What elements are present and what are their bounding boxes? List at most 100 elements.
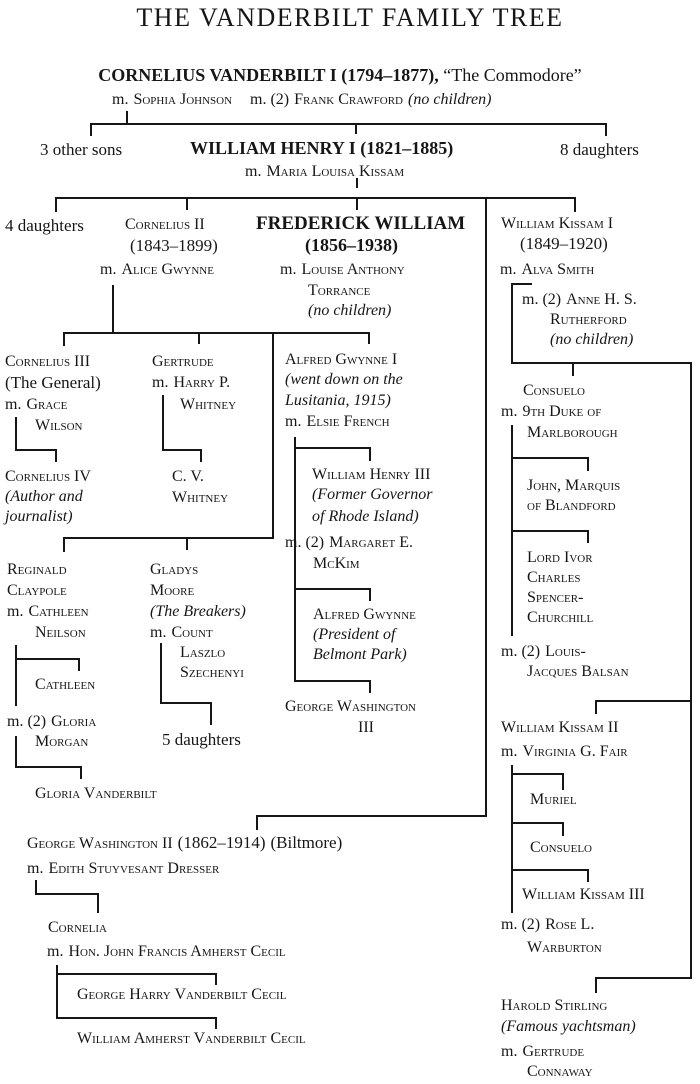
connector-line xyxy=(511,869,589,871)
cornelius-iii-name: Cornelius III xyxy=(5,353,91,370)
william-amherst-vanderbilt-cecil-name: William Amherst Vanderbilt Cecil xyxy=(77,1030,306,1047)
connector-line xyxy=(369,680,371,693)
other-sons-label: 3 other sons xyxy=(40,140,123,159)
spouse-name: Grace xyxy=(26,396,68,413)
commodore-name: CORNELIUS VANDERBILT I (1794–1877), xyxy=(98,65,439,85)
harold-stirling-name: Harold Stirling xyxy=(501,997,608,1014)
connector-line xyxy=(198,332,200,344)
connector-line xyxy=(55,197,576,199)
connector-line xyxy=(160,643,162,703)
connector-line xyxy=(80,766,82,779)
connector-line xyxy=(272,332,274,538)
gertrude-name: Gertrude xyxy=(152,353,214,370)
connector-line xyxy=(511,283,513,363)
marriage-prefix: m. xyxy=(100,261,117,278)
connector-line xyxy=(355,123,357,134)
connector-line xyxy=(35,893,99,895)
connector-line xyxy=(294,680,371,682)
spouse-name-cont: Morgan xyxy=(35,733,89,750)
spouse-name: Count xyxy=(171,624,213,641)
spouse-name: Virginia G. Fair xyxy=(522,743,628,760)
marriage-prefix: m. xyxy=(7,603,24,620)
marriage-prefix: m. xyxy=(501,1043,518,1060)
cv-whitney-name-cont: Whitney xyxy=(172,489,229,506)
marriage-prefix: m. xyxy=(27,860,44,877)
connector-line xyxy=(294,588,371,590)
alfred-gwynne-i-marriage-1: m.Elsie French xyxy=(285,412,390,432)
cornelius-ii-dates: (1843–1899) xyxy=(130,236,218,255)
marriage-prefix: m. xyxy=(280,261,297,278)
connector-line xyxy=(511,457,589,459)
connector-line xyxy=(15,417,17,450)
spouse-name: Rose L. xyxy=(545,916,595,933)
gladys-children-label: 5 daughters xyxy=(162,730,241,749)
spouse-name-cont: Marlborough xyxy=(527,424,618,441)
spouse-name-cont: Laszlo xyxy=(180,644,226,661)
alfred-gwynne-note-cont: Belmont Park) xyxy=(313,646,407,663)
connector-line xyxy=(356,197,358,210)
gladys-name: Gladys xyxy=(150,561,199,578)
connector-line xyxy=(186,197,188,210)
lord-ivor-name-cont: Charles xyxy=(527,569,581,586)
spouse-name: Louise Anthony xyxy=(301,261,405,278)
page-title: THE VANDERBILT FAMILY TREE xyxy=(136,3,564,32)
marriage-prefix: m. xyxy=(285,413,302,430)
connector-line xyxy=(595,977,692,979)
connector-line xyxy=(112,285,114,333)
connector-line xyxy=(485,197,487,817)
connector-line xyxy=(97,893,99,913)
connector-line xyxy=(595,700,597,714)
william-kissam-i-marriage-2: m. (2)Anne H. S. xyxy=(522,290,637,310)
william-kissam-ii-name: William Kissam II xyxy=(501,719,619,736)
george-washington-iii-name: George Washington xyxy=(285,698,416,715)
connector-line xyxy=(256,815,258,830)
commodore-daughters-label: 8 daughters xyxy=(560,140,639,159)
connector-line xyxy=(15,658,80,660)
connector-line xyxy=(256,815,487,817)
connector-line xyxy=(368,332,370,344)
spouse-name: Sophia Johnson xyxy=(133,91,233,108)
cv-whitney-name: C. V. xyxy=(172,468,204,485)
alfred-gwynne-name: Alfred Gwynne xyxy=(313,606,416,623)
marriage-prefix: m. xyxy=(152,374,169,391)
connector-line xyxy=(63,537,274,539)
george-harry-vanderbilt-cecil-name: George Harry Vanderbilt Cecil xyxy=(77,986,287,1003)
connector-line xyxy=(15,766,82,768)
connector-line xyxy=(15,645,17,706)
spouse-name-cont: Warburton xyxy=(527,939,602,956)
william-kissam-iii-name: William Kissam III xyxy=(522,886,645,903)
connector-line xyxy=(78,658,80,671)
harold-stirling-marriage: m.Gertrude xyxy=(501,1042,584,1062)
marriage-prefix: m. (2) xyxy=(285,534,325,551)
cornelius-iii-marriage: m.Grace xyxy=(5,395,67,415)
reginald-marriage-1: m.Cathleen xyxy=(7,602,89,622)
connector-line xyxy=(56,1017,217,1019)
connector-line xyxy=(690,362,692,979)
spouse-name-cont: Szechenyi xyxy=(180,664,244,681)
william-henry-i-name: WILLIAM HENRY I (1821–1885) xyxy=(190,138,454,158)
connector-line xyxy=(200,449,202,462)
connector-line xyxy=(63,332,370,334)
no-children-note: (no children) xyxy=(550,331,634,348)
frederick-william-marriage: m.Louise Anthony xyxy=(280,260,405,280)
alfred-gwynne-i-note: (went down on the xyxy=(285,371,403,388)
william-kissam-i-name: William Kissam I xyxy=(501,215,614,232)
marriage-prefix: m. (2) xyxy=(501,916,541,933)
spouse-name: Margaret E. xyxy=(329,534,414,551)
muriel-name: Muriel xyxy=(530,791,577,808)
cornelius-iii-subtitle: (The General) xyxy=(5,373,101,392)
spouse-name: Harry P. xyxy=(173,374,231,391)
connector-line xyxy=(294,447,371,449)
spouse-name-cont: Jacques Balsan xyxy=(527,663,629,680)
frederick-william-name: FREDERICK WILLIAM xyxy=(256,213,466,234)
william-kissam-i-marriage-1: m.Alva Smith xyxy=(500,260,594,280)
alfred-gwynne-i-note-cont: Lusitania, 1915) xyxy=(285,392,391,409)
connector-line xyxy=(574,197,576,212)
william-kissam-ii-marriage-1: m.Virginia G. Fair xyxy=(501,742,628,762)
consuelo-marriage-1: m.9th Duke of xyxy=(501,402,601,422)
george-washington-ii-dates: (1862–1914) xyxy=(177,833,266,852)
connector-line xyxy=(15,736,17,767)
marriage-prefix: m. (2) xyxy=(250,91,290,108)
cornelia-marriage: m.Hon. John Francis Amherst Cecil xyxy=(47,942,286,962)
